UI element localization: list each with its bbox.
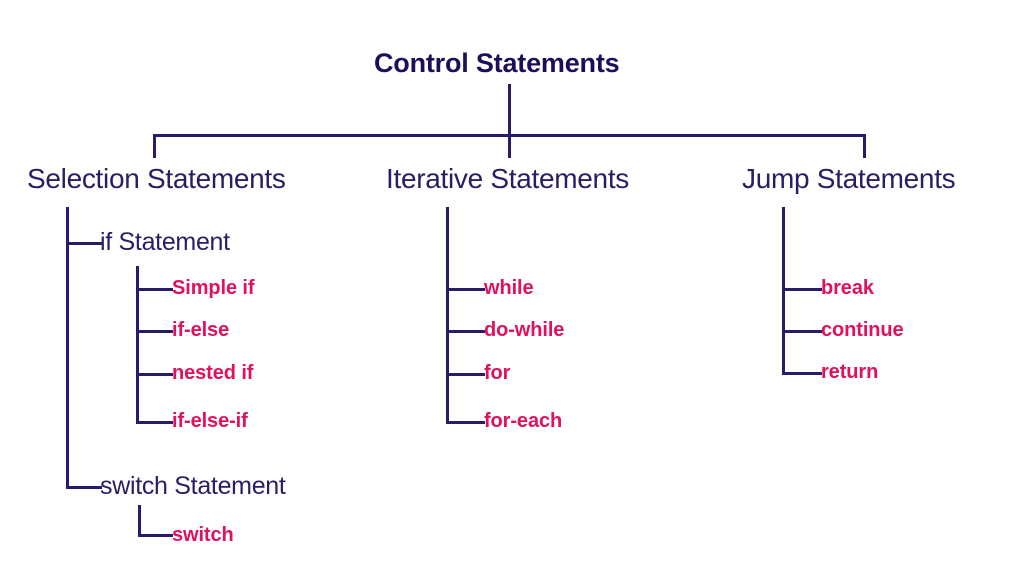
connector-tick-continue [782, 330, 822, 333]
leaf-node-switch: switch [172, 524, 234, 546]
connector-tick-if-statement [66, 242, 102, 245]
sub-node-switch-statement: switch Statement [100, 472, 286, 500]
leaf-node-if-else: if-else [172, 319, 230, 341]
leaf-node-for: for [484, 362, 511, 384]
connector-tick-simple-if [136, 288, 173, 291]
leaf-node-return: return [821, 361, 879, 383]
leaf-node-if-else-if: if-else-if [172, 410, 248, 432]
leaf-node-simple-if: Simple if [172, 277, 255, 299]
connector-drop-selection [153, 134, 156, 158]
branch-node-jump-statements: Jump Statements [742, 163, 956, 194]
branch-node-selection-statements: Selection Statements [27, 163, 286, 194]
connector-tick-break [782, 288, 822, 291]
leaf-node-continue: continue [821, 319, 904, 341]
connector-tick-return [782, 372, 822, 375]
connector-tick-while [446, 288, 485, 291]
leaf-node-while: while [484, 277, 534, 299]
connector-tick-nested-if [136, 373, 173, 376]
connector-switch-sub-spine [138, 505, 141, 537]
root-node-control-statements: Control Statements [374, 48, 620, 78]
connector-tick-switch-statement [66, 486, 102, 489]
connector-iterative-spine [446, 207, 449, 422]
connector-tick-do-while [446, 330, 485, 333]
leaf-node-for-each: for-each [484, 410, 563, 432]
connector-tick-if-else [136, 330, 173, 333]
leaf-node-break: break [821, 277, 874, 299]
connector-root-stem [508, 84, 511, 136]
connector-tick-for [446, 373, 485, 376]
branch-node-iterative-statements: Iterative Statements [386, 163, 630, 194]
connector-selection-spine [66, 207, 69, 488]
leaf-node-do-while: do-while [484, 319, 565, 341]
leaf-node-nested-if: nested if [172, 362, 254, 384]
connector-tick-if-else-if [136, 421, 173, 424]
connector-drop-jump [863, 134, 866, 158]
connector-tick-for-each [446, 421, 485, 424]
sub-node-if-statement: if Statement [100, 228, 230, 256]
connector-tick-switch [138, 534, 173, 537]
connector-if-sub-spine [136, 266, 139, 422]
connector-drop-iterative [508, 134, 511, 158]
